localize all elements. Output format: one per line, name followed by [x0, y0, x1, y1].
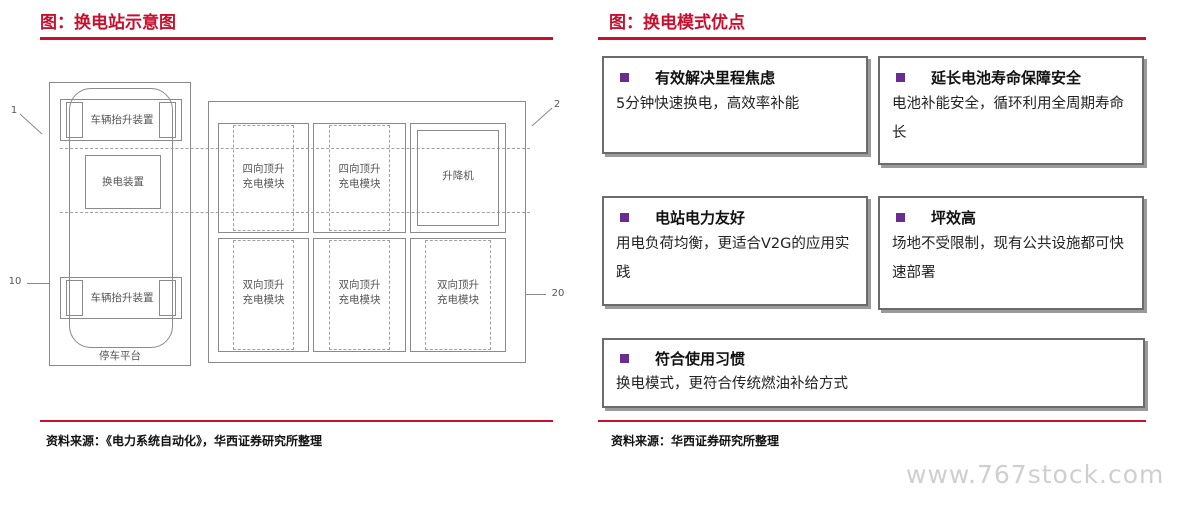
vehicle-outline — [69, 88, 173, 348]
advantage-card-grid-friendly: 电站电力友好 用电负荷均衡，更适合V2G的应用实践 — [602, 196, 868, 306]
advantage-title: 电站电力友好 — [655, 208, 746, 227]
charging-module-5 — [313, 238, 406, 352]
battery-swap-station-diagram: 车辆抬升装置 换电装置 车辆抬升装置 停车平台 四向顶升 充电模块 四向顶升 充… — [0, 0, 580, 420]
ref-number-2: 2 — [553, 99, 561, 110]
parking-platform-label: 停车平台 — [99, 350, 141, 362]
advantage-card-range-anxiety: 有效解决里程焦虑 5分钟快速换电，高效率补能 — [602, 56, 868, 154]
vehicle-lift-top — [60, 99, 182, 141]
advantage-body: 用电负荷均衡，更适合V2G的应用实践 — [616, 236, 850, 281]
swap-device — [85, 155, 161, 209]
ref-number-10: 10 — [8, 276, 22, 287]
module-6-inner — [425, 240, 491, 350]
ref-number-1: 1 — [10, 105, 18, 116]
vehicle-lift-bottom — [60, 277, 182, 319]
advantage-title: 坪效高 — [931, 208, 977, 227]
lift-top-wheel-right — [159, 102, 176, 138]
lift-top-wheel-left — [66, 102, 83, 138]
bullet-icon — [896, 72, 905, 82]
charging-module-4 — [218, 238, 309, 352]
module-2-inner — [329, 125, 390, 231]
guide-line-bottom — [60, 212, 530, 213]
advantage-title: 延长电池寿命保障安全 — [931, 68, 1082, 87]
advantage-title: 有效解决里程焦虑 — [655, 68, 776, 87]
bullet-icon — [896, 212, 905, 222]
advantage-body: 电池补能安全，循环利用全周期寿命长 — [892, 96, 1124, 141]
elevator-module — [410, 123, 506, 233]
advantage-body: 5分钟快速换电，高效率补能 — [616, 96, 800, 112]
charging-module-6 — [410, 238, 506, 352]
right-source-rule — [598, 420, 1146, 422]
bullet-icon — [620, 72, 629, 82]
left-section-title: 图：换电站示意图 — [40, 13, 176, 33]
charging-rack — [208, 101, 526, 363]
guide-line-top — [60, 148, 530, 149]
leader-line-10 — [27, 283, 49, 284]
right-source: 资料来源：华西证券研究所整理 — [611, 434, 780, 448]
ref-number-20: 20 — [551, 288, 565, 299]
advantage-card-battery-life: 延长电池寿命保障安全 电池补能安全，循环利用全周期寿命长 — [878, 56, 1144, 165]
module-5-label: 双向顶升 充电模块 — [338, 279, 381, 306]
left-title-rule — [40, 37, 553, 40]
lift-bottom-wheel-left — [66, 280, 83, 316]
module-2-label: 四向顶升 充电模块 — [338, 163, 381, 190]
left-source: 资料来源：《电力系统自动化》，华西证券研究所整理 — [46, 434, 323, 448]
elevator-label: 升降机 — [442, 170, 474, 182]
bullet-icon — [620, 212, 629, 222]
advantage-title: 符合使用习惯 — [655, 349, 746, 368]
charging-module-1 — [218, 123, 309, 233]
module-6-label: 双向顶升 充电模块 — [437, 279, 479, 306]
parking-platform — [49, 82, 191, 366]
module-1-label: 四向顶升 充电模块 — [242, 163, 285, 190]
elevator-inner — [417, 130, 499, 226]
module-4-label: 双向顶升 充电模块 — [242, 279, 285, 306]
lift-top-label: 车辆抬升装置 — [90, 114, 154, 126]
right-section-title: 图：换电模式优点 — [609, 13, 745, 33]
bullet-icon — [620, 353, 629, 363]
leader-line-20 — [526, 294, 546, 295]
advantage-body: 换电模式，更符合传统燃油补给方式 — [616, 376, 848, 392]
left-source-rule — [40, 420, 553, 422]
module-5-inner — [329, 240, 390, 350]
module-1-inner — [233, 125, 294, 231]
advantage-body: 场地不受限制，现有公共设施都可快速部署 — [892, 236, 1124, 281]
advantage-card-usage-habit: 符合使用习惯 换电模式，更符合传统燃油补给方式 — [602, 338, 1145, 408]
module-4-inner — [233, 240, 294, 350]
leader-line-2 — [531, 107, 553, 127]
right-title-rule — [598, 37, 1146, 40]
leader-line-1 — [19, 113, 43, 135]
lift-bottom-label: 车辆抬升装置 — [90, 292, 154, 304]
advantage-card-space-efficiency: 坪效高 场地不受限制，现有公共设施都可快速部署 — [878, 196, 1144, 310]
lift-bottom-wheel-right — [159, 280, 176, 316]
watermark: www.767stock.com — [906, 460, 1165, 489]
swap-device-label: 换电装置 — [102, 176, 144, 188]
charging-module-2 — [313, 123, 406, 233]
